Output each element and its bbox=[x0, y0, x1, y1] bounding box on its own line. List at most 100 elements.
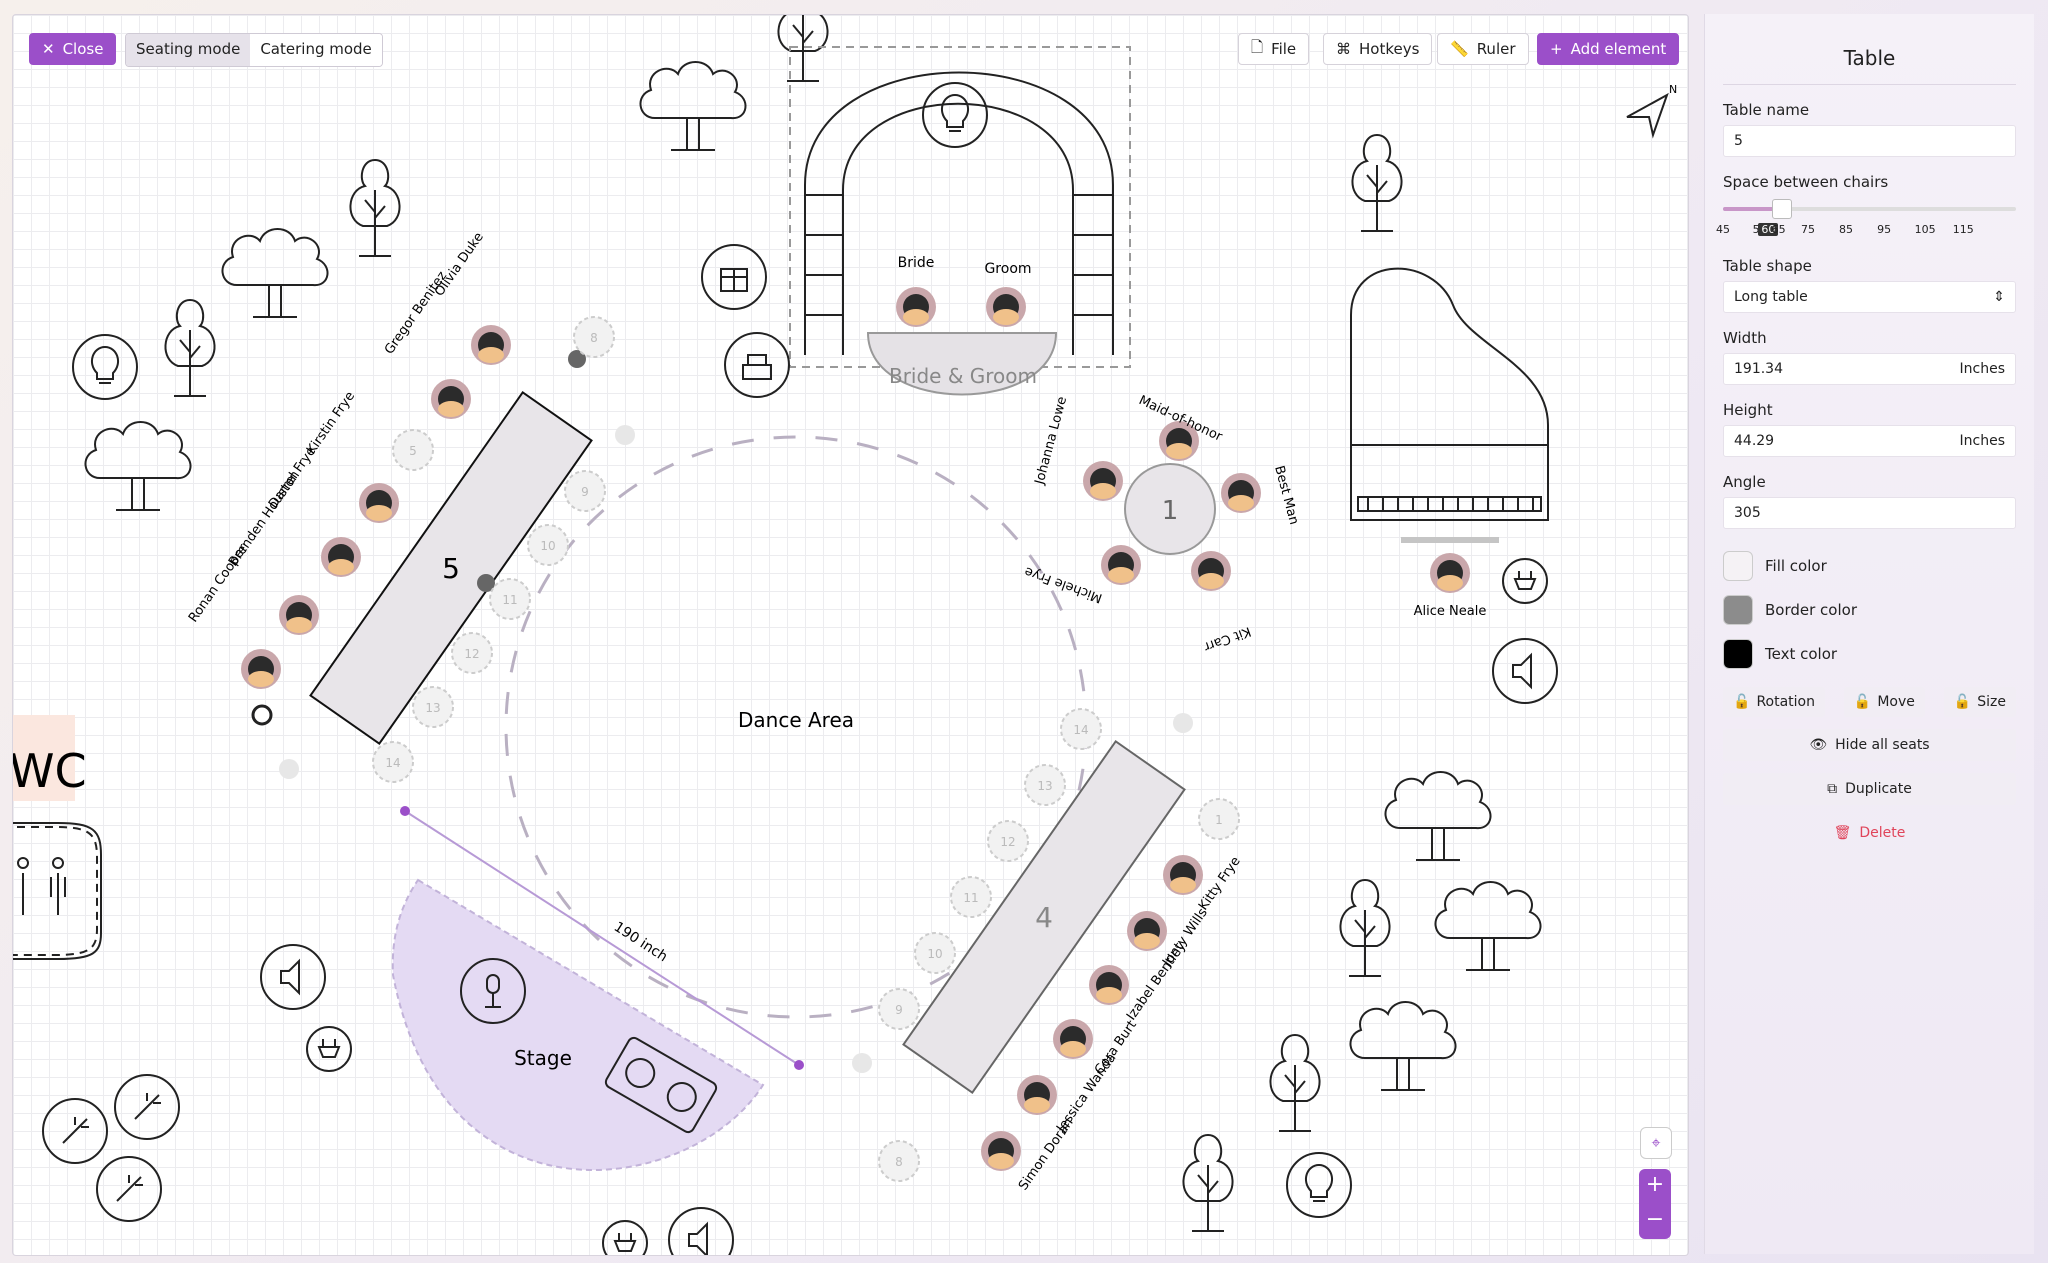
tree-icon bbox=[1434, 881, 1542, 971]
trash-icon: 🗑 bbox=[1833, 825, 1852, 841]
svg-text:8: 8 bbox=[895, 1155, 903, 1169]
dance-area-label: Dance Area bbox=[738, 708, 854, 732]
delete-button[interactable]: 🗑Delete bbox=[1833, 825, 1906, 841]
command-icon: ⌘ bbox=[1336, 40, 1351, 58]
floor-plan-canvas[interactable]: Bride & Groom Bride Groom Dance Area 5 O… bbox=[12, 14, 1689, 1256]
add-element-button[interactable]: + Add element bbox=[1537, 33, 1680, 65]
speaker-icon[interactable] bbox=[1492, 638, 1558, 704]
width-input[interactable]: 191.34 Inches bbox=[1723, 353, 2016, 385]
tree-icon bbox=[1349, 1001, 1457, 1091]
zoom-out-button[interactable]: − bbox=[1645, 1207, 1665, 1232]
zoom-control: + − bbox=[1639, 1169, 1671, 1239]
rotation-lock-button[interactable]: 🔓Rotation bbox=[1723, 687, 1825, 717]
guest-name: Kirstin Frye bbox=[304, 389, 358, 457]
resize-handle[interactable] bbox=[477, 574, 495, 592]
guest-name: Alice Neale bbox=[1414, 604, 1487, 619]
lock-open-icon: 🔓 bbox=[1853, 694, 1872, 710]
plug-icon[interactable] bbox=[1502, 558, 1548, 604]
size-lock-button[interactable]: 🔓Size bbox=[1943, 687, 2016, 717]
svg-text:13: 13 bbox=[1037, 779, 1052, 793]
duplicate-button[interactable]: ⧉Duplicate bbox=[1723, 773, 2016, 805]
rotate-dot bbox=[1173, 713, 1193, 733]
rotate-dot bbox=[852, 1053, 872, 1073]
compass-icon[interactable]: N bbox=[1626, 83, 1677, 139]
file-button[interactable]: 🗋 File bbox=[1238, 33, 1310, 65]
table4-empty-seats bbox=[878, 708, 1240, 1182]
table-1[interactable]: 1 Maid-of-honor Best Man Johanna Lowe Mi… bbox=[1023, 393, 1302, 654]
text-color-swatch[interactable] bbox=[1723, 639, 1753, 669]
hide-seats-button[interactable]: 👁Hide all seats bbox=[1723, 729, 2016, 761]
panel-title: Table bbox=[1723, 46, 2016, 85]
space-slider[interactable] bbox=[1723, 199, 2016, 219]
border-color-row[interactable]: Border color bbox=[1723, 595, 2016, 625]
piano-bench bbox=[1401, 537, 1499, 543]
angle-label: Angle bbox=[1723, 473, 1766, 491]
plug-icon[interactable] bbox=[602, 1220, 648, 1255]
svg-text:12: 12 bbox=[464, 647, 479, 661]
shape-select[interactable]: Long table ⇕ bbox=[1723, 281, 2016, 313]
fill-color-swatch[interactable] bbox=[1723, 551, 1753, 581]
guest-name: Kit Carr bbox=[1201, 623, 1253, 654]
ruler-icon: 📏 bbox=[1450, 40, 1469, 58]
slider-ticks: 45 55 60 65 75 85 95 105 115 bbox=[1716, 223, 1974, 236]
floor-plan: Bride & Groom Bride Groom Dance Area 5 O… bbox=[13, 15, 1677, 1255]
stage[interactable]: Stage bbox=[391, 878, 765, 1171]
bulb-icon[interactable] bbox=[1286, 1152, 1352, 1218]
fill-color-row[interactable]: Fill color bbox=[1723, 551, 2016, 581]
hotkeys-button[interactable]: ⌘ Hotkeys bbox=[1323, 33, 1433, 65]
mode-switch[interactable]: Seating mode Catering mode bbox=[125, 33, 383, 67]
catering-mode-tab[interactable]: Catering mode bbox=[250, 34, 382, 66]
angle-input[interactable]: 305 bbox=[1723, 497, 2016, 529]
piano-icon[interactable] bbox=[1350, 267, 1549, 521]
guest-name: Kitty Frye bbox=[1196, 854, 1244, 913]
guest-name: Gregor Benitez bbox=[382, 269, 450, 358]
updown-icon: ⇕ bbox=[1993, 289, 2005, 305]
seating-mode-tab[interactable]: Seating mode bbox=[126, 34, 251, 66]
dj-deck-icon[interactable] bbox=[604, 1036, 719, 1134]
tree-icon bbox=[84, 421, 192, 511]
copy-icon: ⧉ bbox=[1827, 781, 1838, 797]
resize-handle[interactable] bbox=[568, 350, 586, 368]
crosshair-icon: ⌖ bbox=[1651, 1133, 1661, 1152]
fireworks-icon[interactable] bbox=[114, 1074, 180, 1140]
speaker-icon[interactable] bbox=[260, 944, 326, 1010]
cake-icon[interactable] bbox=[724, 332, 790, 398]
bulb-icon[interactable] bbox=[72, 334, 138, 400]
bride-groom-table[interactable]: Bride & Groom Bride Groom bbox=[866, 255, 1058, 396]
svg-text:5: 5 bbox=[409, 444, 417, 458]
resize-handle[interactable] bbox=[251, 704, 273, 726]
restroom-icon[interactable] bbox=[13, 822, 102, 960]
zoom-in-button[interactable]: + bbox=[1645, 1172, 1665, 1197]
gift-icon[interactable] bbox=[701, 244, 767, 310]
width-label: Width bbox=[1723, 329, 1767, 347]
fireworks-icon[interactable] bbox=[42, 1098, 108, 1164]
height-label: Height bbox=[1723, 401, 1773, 419]
close-button[interactable]: ✕ Close bbox=[29, 33, 117, 65]
svg-text:1: 1 bbox=[1215, 813, 1223, 827]
svg-text:N: N bbox=[1669, 83, 1677, 96]
border-color-swatch[interactable] bbox=[1723, 595, 1753, 625]
plug-icon[interactable] bbox=[306, 1026, 352, 1072]
stage-label: Stage bbox=[514, 1046, 572, 1070]
table-4[interactable]: 4 bbox=[902, 739, 1186, 1095]
tree-icon bbox=[1182, 1134, 1234, 1232]
height-input[interactable]: 44.29 Inches bbox=[1723, 425, 2016, 457]
move-lock-button[interactable]: 🔓Move bbox=[1843, 687, 1925, 717]
fireworks-icon[interactable] bbox=[96, 1156, 162, 1222]
slider-thumb[interactable] bbox=[1772, 199, 1792, 219]
plus-icon: + bbox=[1550, 40, 1563, 58]
bulb-icon[interactable] bbox=[922, 82, 988, 148]
ruler-button[interactable]: 📏 Ruler bbox=[1437, 33, 1529, 65]
table-number: 5 bbox=[442, 552, 460, 585]
text-color-row[interactable]: Text color bbox=[1723, 639, 2016, 669]
guest-name: Izabel Bentley bbox=[1124, 939, 1189, 1023]
table-name-input[interactable]: 5 bbox=[1723, 125, 2016, 157]
locate-button[interactable]: ⌖ bbox=[1640, 1127, 1672, 1159]
wc-sign[interactable] bbox=[13, 715, 75, 801]
eye-icon: 👁 bbox=[1809, 737, 1828, 753]
table5-seat-numbers: 8 5 9 10 11 12 13 14 bbox=[385, 331, 597, 770]
microphone-icon[interactable] bbox=[460, 958, 526, 1024]
speaker-icon[interactable] bbox=[668, 1207, 734, 1255]
table-5[interactable]: 5 bbox=[309, 390, 593, 746]
svg-text:10: 10 bbox=[927, 947, 942, 961]
